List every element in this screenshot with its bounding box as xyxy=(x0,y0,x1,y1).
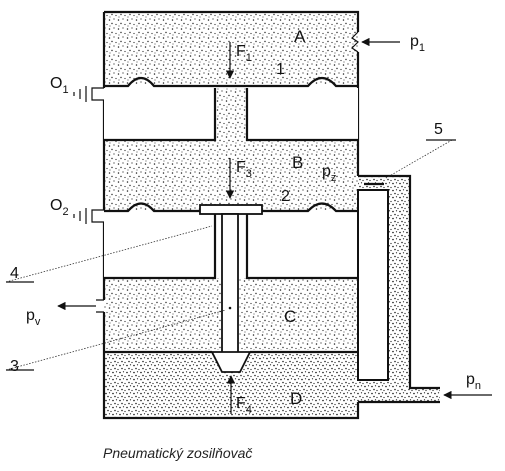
leader-3 xyxy=(5,309,227,371)
label-force-4: F4 xyxy=(236,395,252,416)
label-part-5: 5 xyxy=(434,121,443,138)
label-pressure-z: pz xyxy=(322,163,336,184)
orifice-1-vent xyxy=(73,86,104,102)
label-membrane-1: 1 xyxy=(276,61,285,78)
label-pressure-1: p1 xyxy=(410,33,425,54)
body-block-upper xyxy=(104,88,358,142)
label-chamber-a: A xyxy=(294,27,306,46)
label-chamber-d: D xyxy=(290,389,302,408)
leader-4 xyxy=(5,225,213,283)
membrane-1 xyxy=(104,76,358,88)
label-chamber-c: C xyxy=(284,307,296,326)
fill-chamber-a xyxy=(104,12,358,84)
label-orifice-1: O1 xyxy=(50,75,69,96)
fill-channel-top xyxy=(215,88,247,140)
label-chamber-b: B xyxy=(292,153,303,172)
label-pressure-n: pn xyxy=(466,371,481,392)
body-block-lower xyxy=(104,213,358,280)
label-orifice-2: O2 xyxy=(50,197,69,218)
label-membrane-2: 2 xyxy=(281,188,290,205)
outlet-vent xyxy=(96,299,104,313)
label-force-3: F3 xyxy=(236,159,252,180)
fill-chamber-b xyxy=(104,140,358,210)
label-force-1: F1 xyxy=(236,43,252,64)
label-pressure-v: pv xyxy=(26,307,41,328)
leader-5 xyxy=(385,139,456,179)
label-part-4: 4 xyxy=(10,265,19,282)
label-part-3: 3 xyxy=(10,358,19,375)
orifice-2-vent xyxy=(73,208,104,224)
valve-stem xyxy=(199,204,263,373)
caption: Pneumatický zosilňovač xyxy=(103,445,252,461)
side-tube xyxy=(357,174,440,404)
